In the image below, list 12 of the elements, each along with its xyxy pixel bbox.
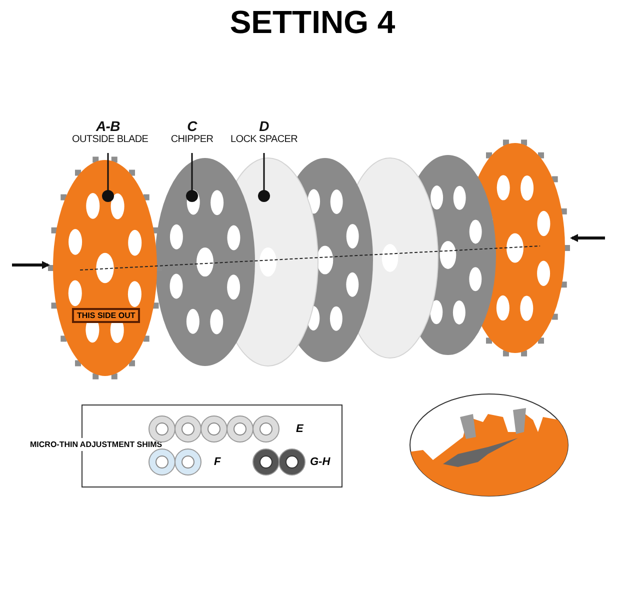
title: SETTING 4	[228, 4, 396, 41]
leader-line	[258, 153, 270, 202]
panel-title: MICRO-THIN ADJUSTMENT SHIMS	[30, 438, 162, 451]
part-letter: D	[258, 120, 270, 133]
shim-letter: F	[214, 456, 221, 468]
part-name: LOCK SPACER	[229, 133, 299, 146]
shim-letter: E	[296, 423, 304, 435]
shim-letter: G-H	[310, 456, 330, 468]
part-letter: C	[186, 120, 198, 133]
part-name: CHIPPER	[170, 133, 214, 146]
warning-tag: THIS SIDE OUT	[72, 308, 140, 323]
part-letter: A-B	[94, 120, 121, 133]
